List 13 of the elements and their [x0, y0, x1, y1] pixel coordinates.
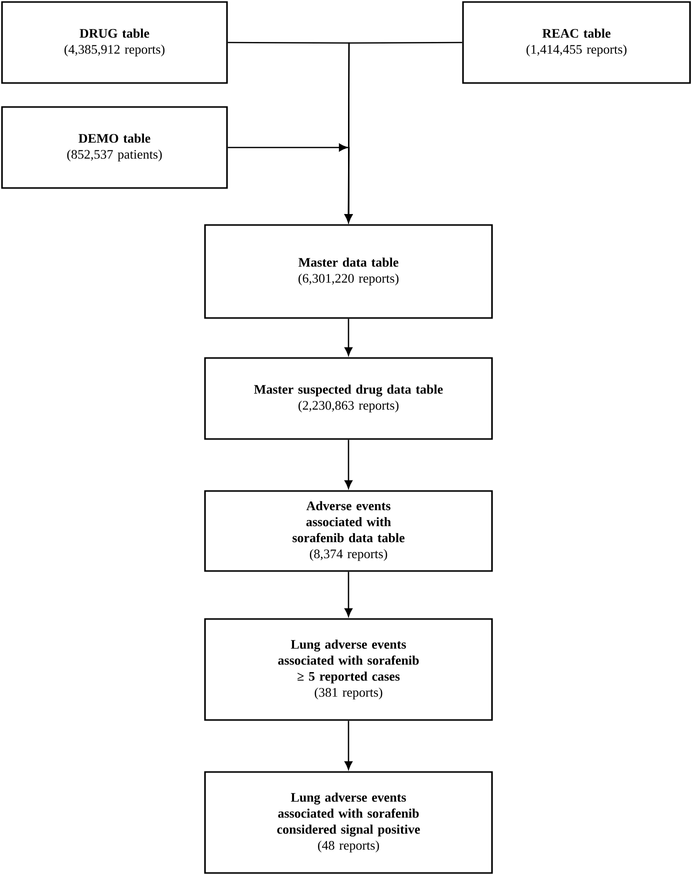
arrow [344, 318, 352, 356]
arrow [344, 720, 352, 770]
arrow [228, 144, 352, 223]
process-box: Lung adverse events associated with sorafenib considered signal positive (48 reports) [204, 771, 493, 874]
process-box: DRUG table (4,385,912 reports) [1, 1, 228, 84]
process-box: Master data table (6,301,220 reports) [204, 224, 493, 319]
process-box: DEMO table (852,537 patients) [1, 106, 228, 189]
process-box: Lung adverse events associated with sorafenib ≥ 5 reported cases (381 reports) [204, 618, 493, 721]
arrow [344, 440, 352, 489]
process-box: Master suspected drug data table (2,230,863 reports) [204, 357, 493, 440]
process-box: REAC table (1,414,455 reports) [462, 1, 691, 84]
arrow [344, 572, 352, 617]
process-box: Adverse events associated with sorafenib data table (8,374 reports) [204, 490, 493, 572]
